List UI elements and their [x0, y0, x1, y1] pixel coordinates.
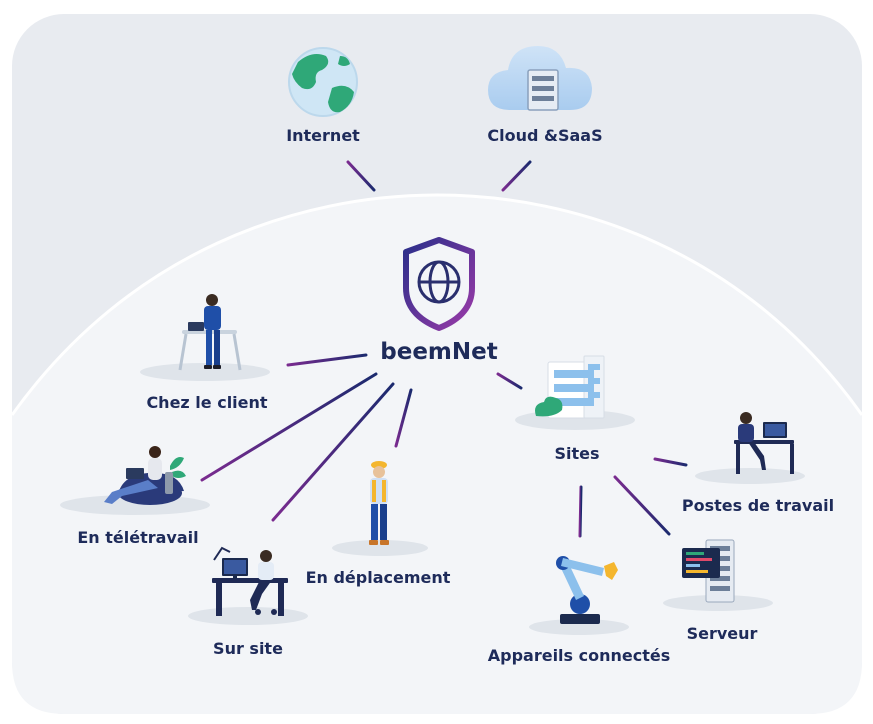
- deplacement-person-icon: [369, 461, 389, 545]
- connector-internet: [346, 160, 376, 192]
- label-serveur: Serveur: [687, 624, 758, 643]
- client-person-icon: [178, 294, 242, 371]
- label-client: Chez le client: [146, 393, 267, 412]
- robot-arm-icon: [556, 556, 618, 624]
- postes-person-icon: [734, 412, 794, 474]
- connector-postes: [653, 457, 688, 467]
- connector-teletravail: [200, 372, 378, 482]
- connector-sursite: [271, 382, 395, 522]
- label-cloud: Cloud &SaaS: [487, 126, 602, 145]
- connectors: [200, 160, 688, 538]
- connector-serveur: [613, 475, 671, 536]
- connector-sites: [496, 372, 523, 390]
- label-appareils: Appareils connectés: [488, 646, 671, 665]
- cloud-server-icon: [488, 46, 592, 111]
- label-postes: Postes de travail: [682, 496, 834, 515]
- label-teletravail: En télétravail: [77, 528, 198, 547]
- connector-appareils: [578, 485, 583, 538]
- building-icon: [535, 355, 605, 419]
- dome: [12, 195, 862, 714]
- shield-globe-icon: [403, 237, 475, 331]
- label-sites: Sites: [554, 444, 599, 463]
- connector-deplacement: [394, 388, 413, 448]
- server-icon: [682, 539, 735, 603]
- connector-client: [286, 353, 368, 367]
- globe-icon: [288, 47, 358, 117]
- dome-edge: [10, 193, 864, 416]
- label-sursite: Sur site: [213, 639, 283, 658]
- teletravail-person-icon: [104, 446, 186, 505]
- label-beemnet: beemNet: [380, 339, 497, 365]
- label-internet: Internet: [286, 126, 360, 145]
- label-deplacement: En déplacement: [306, 568, 451, 587]
- connector-cloud: [501, 160, 532, 192]
- sursite-person-icon: [212, 546, 288, 616]
